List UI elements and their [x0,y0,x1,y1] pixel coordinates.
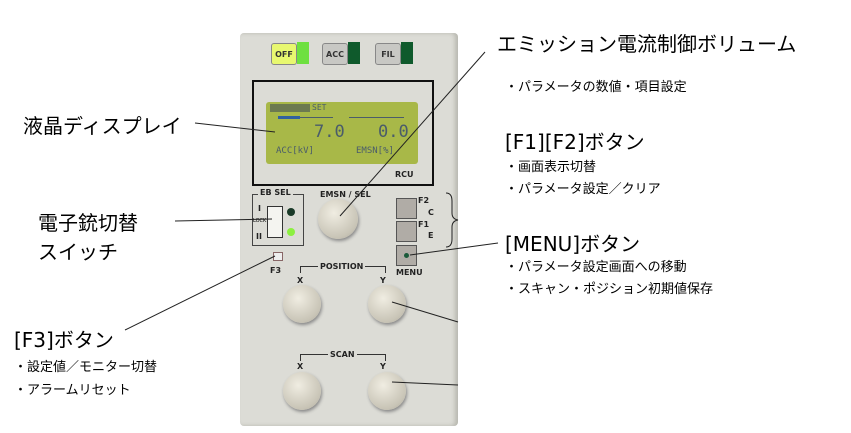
scan-x-label: X [297,362,304,371]
lcd-header: SET [312,103,327,112]
scan-y-knob[interactable] [368,372,406,410]
menu-label: MENU [396,268,423,277]
f2-label: F2 [418,196,430,205]
position-x-knob[interactable] [283,285,321,323]
scan-x-knob[interactable] [283,372,321,410]
f1f2-desc-2: ・パラメータ設定／クリア [505,182,661,197]
position-label: POSITION [318,262,366,271]
lcd-display: SET 7.0 0.0 ACC[kV] EMSN[%] [266,102,418,164]
f1-label: F1 [418,220,430,229]
acc-led [348,42,360,64]
lcd-label-emsn: EMSN[%] [356,146,394,156]
scan-label: SCAN [328,350,357,359]
electron-gun-switch[interactable] [267,206,283,238]
gun-leader [174,218,273,222]
scan-y-label: Y [380,362,386,371]
menu-title: [MENU]ボタン [505,232,641,256]
f3-label: F3 [270,266,282,275]
lcd-bar-2 [349,117,404,118]
off-button[interactable]: OFF [271,43,297,65]
position-x-label: X [297,276,304,285]
eb-ii-label: II [256,232,262,241]
emission-knob[interactable] [318,199,358,239]
menu-desc-2: ・スキャン・ポジション初期値保存 [505,282,714,297]
f-buttons-brace [445,192,459,248]
lcd-label-acc: ACC[kV] [276,146,314,156]
lock-label: LOCK [253,218,267,224]
f1f2-desc-1: ・画面表示切替 [505,160,597,175]
emission-title: エミッション電流制御ボリューム [497,32,797,56]
gun-switch-title-2: スイッチ [38,240,118,264]
fil-label: FIL [381,49,395,59]
emission-desc: ・パラメータの数値・項目設定 [505,80,687,95]
f1-button[interactable] [396,221,417,242]
lcd-bar-1 [278,117,333,118]
f1f2-title: [F1][F2]ボタン [505,130,645,154]
menu-desc-1: ・パラメータ設定画面への移動 [505,260,687,275]
scan-y-leader [391,381,459,386]
position-y-leader [391,301,459,323]
acc-button[interactable]: ACC [322,43,348,65]
gun-led-2 [287,228,295,236]
fil-button[interactable]: FIL [375,43,401,65]
acc-label: ACC [326,49,344,59]
gun-led-1 [287,208,295,216]
fil-led [401,42,413,64]
menu-leader [409,242,499,256]
c-label: C [428,208,434,217]
lcd-frame [252,80,434,186]
gun-switch-title-1: 電子銃切替 [38,211,138,235]
lcd-title: 液晶ディスプレイ [23,114,182,138]
menu-button[interactable] [396,245,417,266]
f3-title: [F3]ボタン [14,328,114,352]
off-label: OFF [275,49,293,59]
rcu-label: RCU [395,170,414,179]
f3-desc-1: ・設定値／モニター切替 [14,360,158,375]
lcd-value-acc: 7.0 [314,122,345,142]
lcd-leader [194,122,276,133]
f3-leader [124,255,276,331]
emsn-sel-label: EMSN / SEL [320,190,371,199]
lcd-value-emsn: 0.0 [378,122,409,142]
f2-button[interactable] [396,198,417,219]
eb-i-label: I [258,204,261,213]
off-led [297,42,309,64]
e-label: E [428,231,434,240]
lcd-bar-1-fill [278,116,300,119]
position-y-label: Y [380,276,386,285]
lcd-highlight [270,104,310,112]
eb-sel-label: EB SEL [258,188,293,197]
menu-led [404,253,409,258]
f3-desc-2: ・アラームリセット [14,383,131,398]
emission-leader [339,51,486,217]
